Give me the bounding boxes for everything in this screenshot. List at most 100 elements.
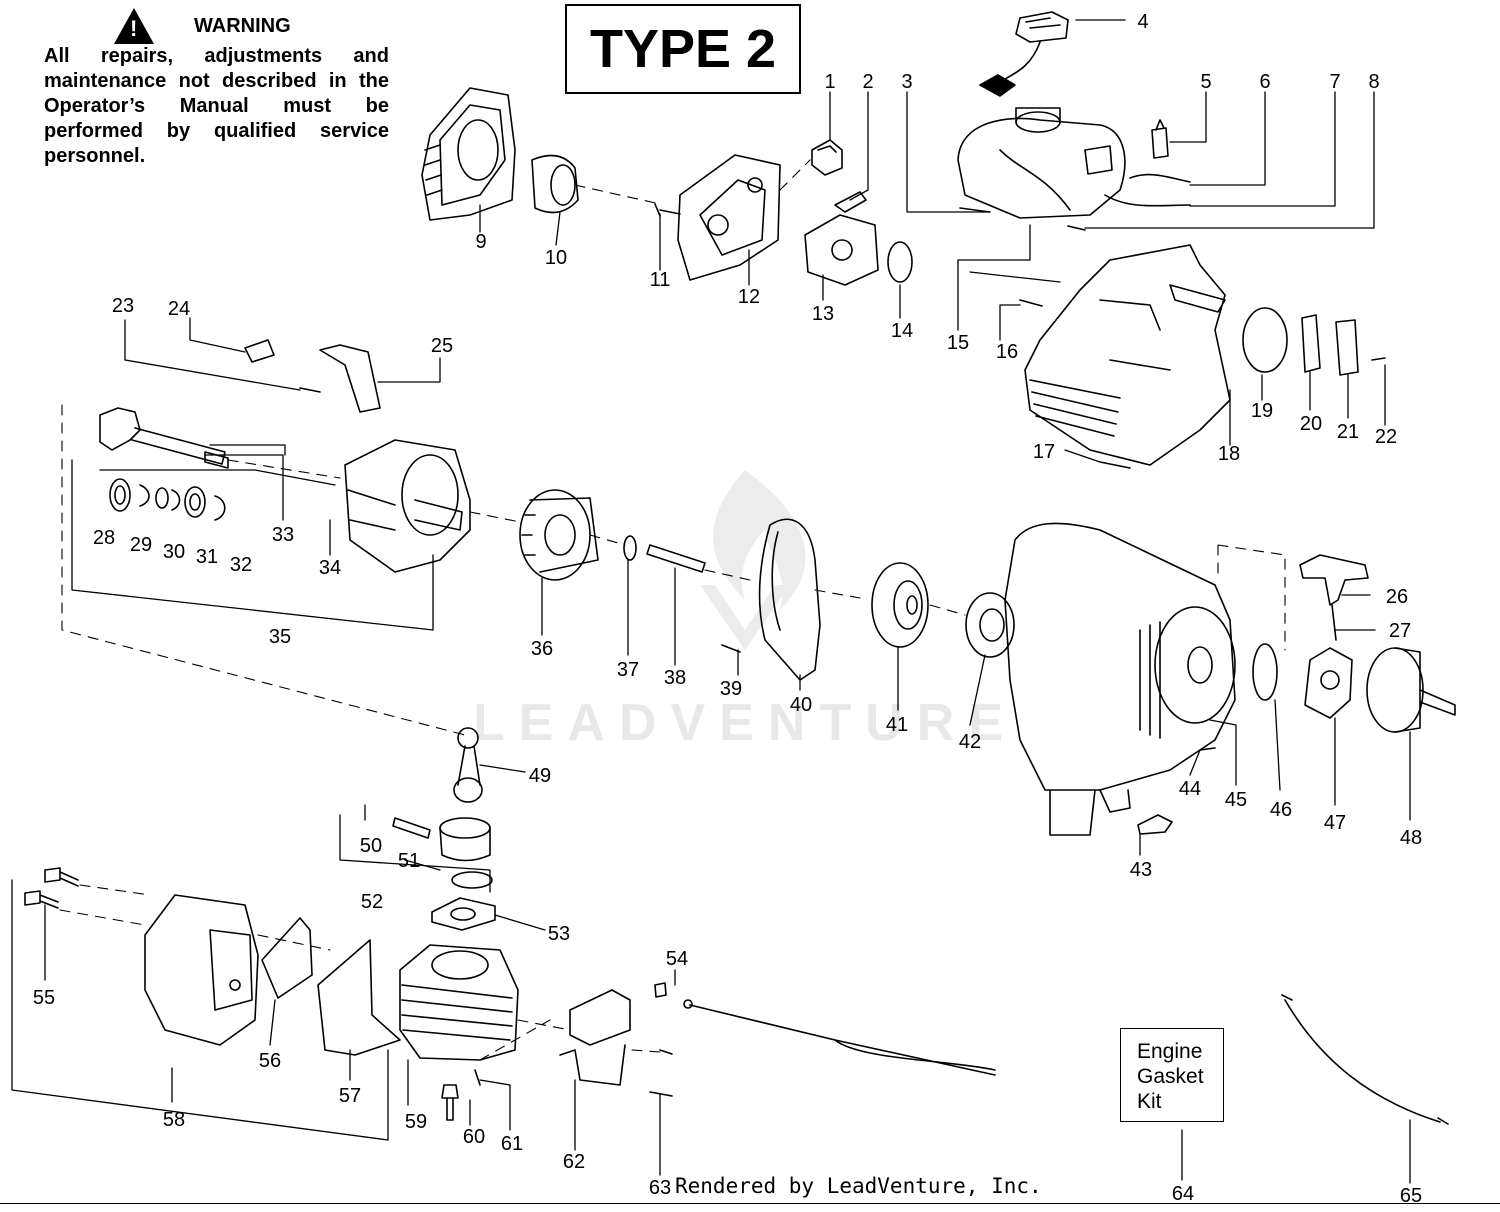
callout-26: 26 <box>1386 586 1408 608</box>
callout-29: 29 <box>130 534 152 556</box>
part-screws <box>299 203 1216 1097</box>
callout-36: 36 <box>531 638 553 660</box>
part-pawl-hub <box>1304 647 1353 719</box>
callout-61: 61 <box>501 1133 523 1155</box>
callout-17: 17 <box>1033 441 1055 463</box>
callout-3: 3 <box>901 71 912 93</box>
warning-triangle-icon <box>114 8 154 44</box>
part-starter-handle <box>1299 554 1369 641</box>
callout-10: 10 <box>545 247 567 269</box>
part-filter-base <box>677 154 781 281</box>
callout-9: 9 <box>475 231 486 253</box>
part-bracket-43 <box>1137 814 1173 835</box>
part-o-ring <box>1242 307 1288 373</box>
part-muffler <box>144 894 259 1046</box>
callout-39: 39 <box>720 678 742 700</box>
callout-6: 6 <box>1259 71 1270 93</box>
part-throttle-cable <box>1281 994 1449 1125</box>
callout-52: 52 <box>361 891 383 913</box>
callout-24: 24 <box>168 298 190 320</box>
callout-34: 34 <box>319 557 341 579</box>
callout-25: 25 <box>431 335 453 357</box>
part-muffler-bolts <box>24 867 79 909</box>
callout-59: 59 <box>405 1111 427 1133</box>
part-bearings <box>109 478 226 521</box>
part-cylinder <box>399 944 519 1061</box>
callout-65: 65 <box>1400 1185 1422 1207</box>
callout-5: 5 <box>1200 71 1211 93</box>
dashed-lines <box>59 159 1286 1061</box>
callout-53: 53 <box>548 923 570 945</box>
callout-40: 40 <box>790 694 812 716</box>
part-heat-shield <box>317 939 401 1056</box>
callout-16: 16 <box>996 341 1018 363</box>
callout-57: 57 <box>339 1085 361 1107</box>
kit-line-1: Engine <box>1137 1040 1203 1063</box>
render-credit: Rendered by LeadVenture, Inc. <box>675 1174 1042 1198</box>
callout-51: 51 <box>398 850 420 872</box>
part-carb-gasket <box>887 241 913 283</box>
callout-27: 27 <box>1389 620 1411 642</box>
callout-28: 28 <box>93 527 115 549</box>
kit-line-2: Gasket <box>1137 1065 1204 1088</box>
part-fuel-lines <box>1104 173 1191 207</box>
warning-title: WARNING <box>194 14 291 37</box>
callout-35: 35 <box>269 626 291 648</box>
callout-49: 49 <box>529 765 551 787</box>
callout-22: 22 <box>1375 426 1397 448</box>
callout-14: 14 <box>891 320 913 342</box>
part-carburetor <box>804 191 879 286</box>
part-crankcase <box>344 439 471 573</box>
part-clutch-drum <box>1366 647 1456 733</box>
part-washer-pin <box>623 535 706 573</box>
type-label: TYPE 2 <box>565 4 801 94</box>
engine-gasket-kit-box: Engine Gasket Kit <box>1120 1028 1224 1122</box>
part-pulley <box>871 562 929 648</box>
part-recoil-housing <box>1004 522 1236 836</box>
part-clutch-plate <box>965 592 1015 658</box>
kit-line-3: Kit <box>1137 1090 1162 1113</box>
callout-21: 21 <box>1337 421 1359 443</box>
watermark: LEADVENTURE <box>473 470 1017 752</box>
callout-64: 64 <box>1172 1183 1194 1205</box>
callout-2: 2 <box>862 71 873 93</box>
callout-12: 12 <box>738 286 760 308</box>
callout-60: 60 <box>463 1126 485 1148</box>
part-piston <box>392 817 493 889</box>
callout-63: 63 <box>649 1177 671 1199</box>
part-primer-bulb <box>811 139 843 176</box>
part-fuel-filter <box>1151 119 1169 159</box>
callout-55: 55 <box>33 987 55 1009</box>
callout-8: 8 <box>1368 71 1379 93</box>
part-flywheel <box>519 489 599 581</box>
callout-32: 32 <box>230 554 252 576</box>
callout-13: 13 <box>812 303 834 325</box>
warning-heading: WARNING <box>44 8 389 44</box>
watermark-text: LEADVENTURE <box>473 694 1017 752</box>
callout-48: 48 <box>1400 827 1422 849</box>
callout-44: 44 <box>1179 778 1201 800</box>
callout-33: 33 <box>272 524 294 546</box>
callout-4: 4 <box>1137 11 1148 33</box>
callout-50: 50 <box>360 835 382 857</box>
part-connecting-rod <box>453 727 483 803</box>
callout-30: 30 <box>163 541 185 563</box>
callout-31: 31 <box>196 546 218 568</box>
callout-47: 47 <box>1324 812 1346 834</box>
callout-20: 20 <box>1300 413 1322 435</box>
bottom-rule <box>0 1203 1500 1204</box>
callout-1: 1 <box>824 71 835 93</box>
callout-23: 23 <box>112 295 134 317</box>
part-air-filter-cover <box>421 87 516 221</box>
warning-notice: WARNING All repairs, adjustments and mai… <box>44 8 389 169</box>
part-pads <box>1301 314 1386 376</box>
part-bracket <box>244 339 381 413</box>
part-plate-46 <box>1252 643 1278 701</box>
part-stop-switch-wire <box>654 982 996 1076</box>
part-air-filter <box>531 154 579 214</box>
callout-41: 41 <box>886 714 908 736</box>
part-engine-housing <box>1024 244 1231 466</box>
